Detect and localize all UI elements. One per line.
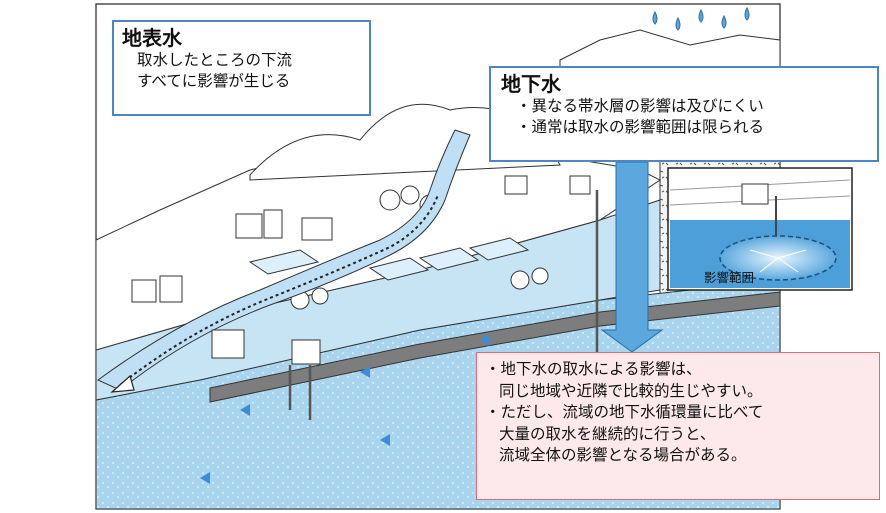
river-flow-path	[119, 194, 439, 386]
groundwater-callout: 地下水 ・異なる帯水層の影響は及びにくい ・通常は取水の影響範囲は限られる	[489, 66, 879, 162]
effects-line-2: 同じ地域や近隣で比較的生じやすい。	[499, 381, 763, 400]
effects-line-3: ・ただし、流域の地下水循環量に比べて	[485, 403, 764, 421]
buildings	[131, 175, 591, 365]
groundwater-down-arrow	[600, 161, 664, 353]
river-outlet-arrow	[110, 374, 135, 393]
river	[97, 129, 471, 391]
groundwater-title: 地下水	[501, 72, 561, 96]
surface-water-line-2: すべてに影響が生じる	[137, 72, 291, 90]
inset-panel	[667, 167, 853, 291]
influence-range-label: 影響範囲	[704, 270, 755, 285]
raindrop-icons	[652, 6, 750, 31]
groundwater-line-2: ・通常は取水の影響範囲は限られる	[516, 118, 765, 136]
effects-line-5: 流域全体の影響となる場合がある。	[499, 446, 747, 464]
groundwater-effects-callout: ・地下水の取水による影響は、 同じ地域や近隣で比較的生じやすい。 ・ただし、流域…	[476, 352, 880, 500]
surface-water-title: 地表水	[122, 26, 182, 50]
surface-water-callout: 地表水 取水したところの下流 すべてに影響が生じる	[112, 20, 371, 116]
groundwater-line-1: ・異なる帯水層の影響は及びにくい	[516, 97, 764, 115]
effects-line-4: 大量の取水を継続的に行うと、	[499, 424, 716, 443]
rice-fields	[248, 237, 530, 281]
effects-line-1: ・地下水の取水による影響は、	[485, 360, 702, 378]
surface-water-line-1: 取水したところの下流	[137, 51, 293, 69]
